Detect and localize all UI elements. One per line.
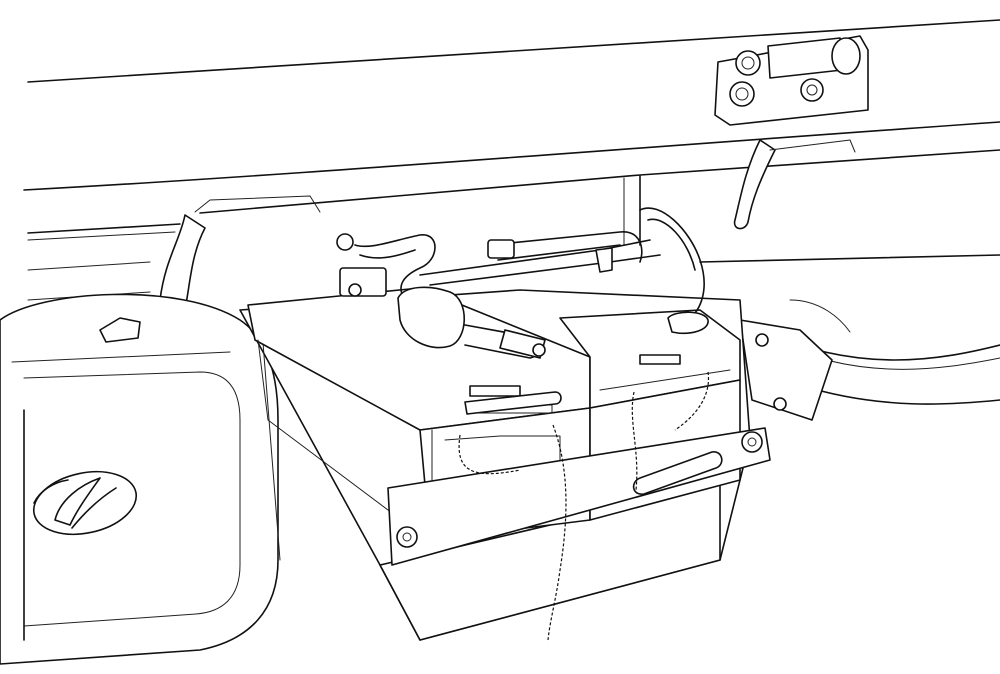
bolt-head [773,397,787,411]
terminal-post [336,233,387,297]
clamp-nut-right [741,431,763,453]
carry-handle [464,391,723,495]
bushing-end [831,37,861,75]
chassis-frame-rail [23,19,1000,405]
bushing [800,78,824,102]
bushing [735,50,761,76]
clamp-nut-left [396,526,418,548]
bolt-head [336,233,354,251]
battery-strap-rope [458,371,710,641]
cable-clip [595,247,613,273]
hold-down-clamp [387,427,771,566]
frame-mount-bracket [714,35,869,230]
bolt-head [755,333,769,347]
battery-cables [354,207,709,359]
terminal-boot-positive [667,311,709,335]
vent-cap [639,354,681,365]
vent-cap [469,385,521,397]
panel-clip [99,317,141,343]
bushing [729,81,755,107]
side-panel [0,293,279,665]
brand-logo-emblem [32,470,138,536]
cable-connector [487,239,515,259]
frame-side-plate [739,299,851,421]
terminal-boot-negative [397,286,465,349]
